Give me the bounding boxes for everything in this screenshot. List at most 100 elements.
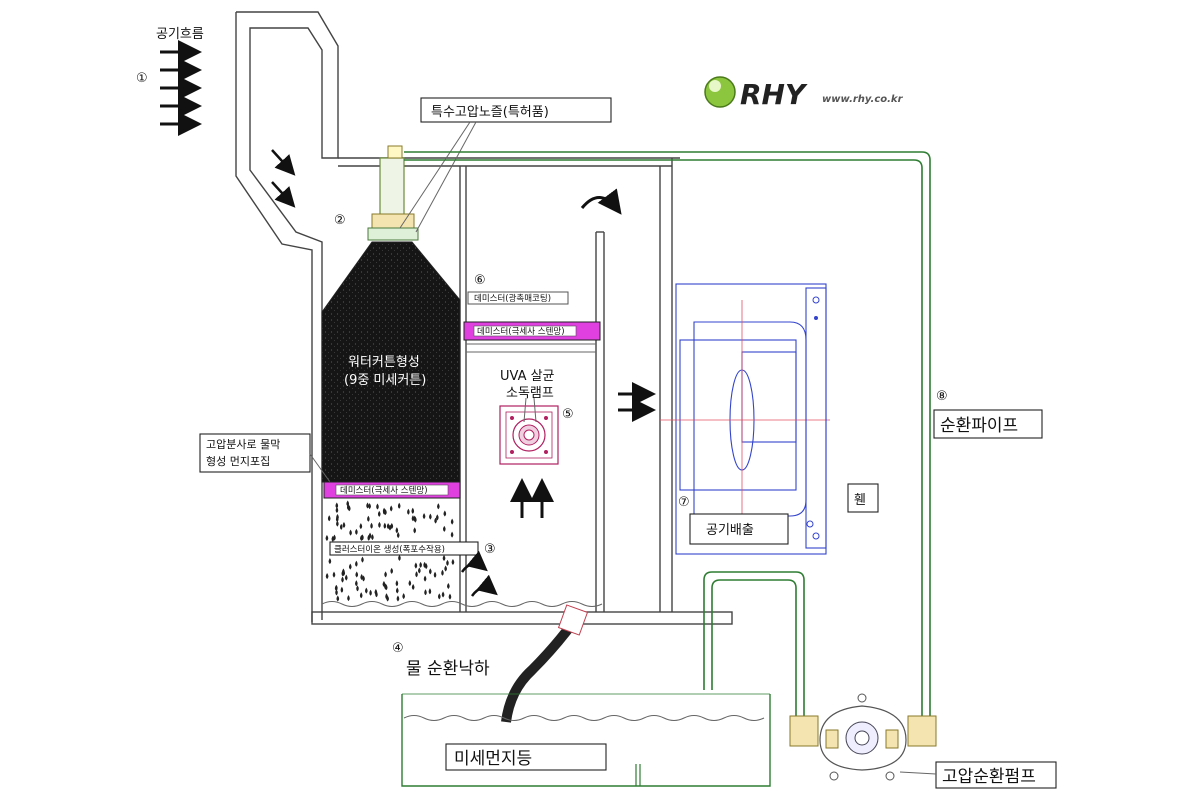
exhaust-arrows — [618, 382, 656, 422]
droplet — [376, 503, 379, 510]
droplet — [390, 567, 393, 574]
droplet — [368, 532, 372, 539]
pump-label: 고압순환펌프 — [942, 767, 1036, 787]
droplet — [402, 593, 405, 600]
fine-dust-box — [445, 743, 607, 771]
droplet — [332, 571, 336, 578]
droplet — [434, 517, 437, 524]
droplet — [413, 527, 416, 534]
pump-label-box — [935, 761, 1057, 789]
demister-photo — [467, 291, 569, 305]
droplet — [348, 563, 352, 570]
droplet — [443, 510, 447, 517]
droplet — [429, 568, 432, 575]
droplet — [395, 587, 399, 594]
droplet — [411, 583, 415, 590]
droplet — [331, 535, 335, 542]
droplet — [335, 589, 338, 596]
droplet — [438, 593, 441, 600]
droplet — [346, 500, 350, 507]
droplet — [360, 574, 363, 581]
marker-8: ⑧ — [936, 389, 948, 404]
droplet — [328, 558, 332, 565]
droplet — [371, 534, 374, 541]
droplet — [339, 523, 343, 530]
rhy-logo: RHY www.rhy.co.kr — [704, 76, 904, 111]
droplet — [450, 518, 454, 525]
demister-top-label: 데미스터(극세사 스텐망) — [477, 326, 565, 337]
water-curtain-label-1: 워터커튼형성 — [348, 355, 420, 370]
droplet — [396, 595, 400, 602]
droplet — [384, 583, 387, 590]
droplets-zone — [325, 500, 455, 602]
demister-photo-label: 데미스터(광촉매코팅) — [474, 293, 551, 304]
droplet — [443, 525, 446, 532]
droplet — [441, 569, 444, 576]
air-exhaust-box — [689, 513, 789, 545]
uva-label-1: UVA 살균 — [500, 369, 555, 384]
droplet — [428, 588, 432, 595]
droplet — [335, 507, 339, 513]
droplet — [390, 523, 394, 529]
droplet — [447, 583, 450, 590]
dust-capture-label-1: 고압분사로 물막 — [206, 438, 280, 451]
droplet — [341, 576, 344, 583]
nozzle-label: 특수고압노즐(특허품) — [431, 105, 549, 120]
dust-capture-box — [199, 433, 311, 473]
uva-label-2: 소독램프 — [506, 386, 554, 401]
droplet — [342, 568, 345, 575]
droplet — [386, 595, 389, 602]
droplet — [444, 565, 447, 572]
droplet — [396, 532, 400, 539]
droplet — [437, 503, 440, 510]
demister-bottom-label: 데미스터(극세사 스텐망) — [340, 485, 428, 496]
droplet — [374, 589, 378, 595]
circ-pipe-box — [933, 409, 1043, 439]
droplet — [450, 531, 454, 538]
droplet — [398, 554, 401, 561]
marker-6: ⑥ — [474, 273, 486, 288]
uva-lamp — [499, 405, 559, 465]
droplet — [355, 528, 358, 535]
droplet — [336, 595, 340, 602]
cluster-ion-box — [329, 541, 479, 556]
marker-1: ① — [136, 71, 148, 86]
droplet — [419, 561, 422, 568]
drain-fitting — [557, 604, 589, 636]
droplet — [448, 593, 452, 600]
fan-label: 휀 — [854, 493, 866, 508]
droplet — [411, 507, 415, 514]
water-fall-label: 물 순환낙하 — [406, 659, 490, 679]
droplet — [442, 555, 446, 561]
droplet — [327, 515, 331, 522]
fan-unit — [660, 283, 830, 555]
airflow-label: 공기흐름 — [156, 27, 204, 42]
droplet — [397, 502, 401, 509]
droplet — [429, 513, 432, 520]
droplet — [382, 508, 386, 515]
droplet — [365, 587, 368, 594]
top-circulation-arrow — [580, 188, 622, 215]
droplet — [423, 561, 426, 568]
reservoir-tank — [401, 693, 771, 787]
droplet — [414, 562, 418, 569]
droplet — [395, 527, 399, 534]
circulation-arrows-low — [460, 550, 498, 597]
droplet — [369, 589, 372, 596]
droplet — [325, 534, 329, 541]
droplet — [415, 571, 418, 578]
droplet — [366, 502, 369, 509]
water-surface — [321, 601, 603, 607]
marker-2: ② — [334, 213, 346, 228]
droplet — [378, 521, 381, 528]
droplet — [347, 595, 350, 602]
droplet — [436, 514, 439, 521]
intake-duct — [235, 11, 339, 622]
dust-capture-label-2: 형성 먼지포집 — [206, 455, 270, 468]
droplet — [424, 589, 427, 596]
droplet — [340, 586, 344, 593]
droplet — [411, 515, 415, 522]
fan-label-box — [847, 483, 879, 513]
circ-pipe-label: 순환파이프 — [940, 416, 1018, 436]
droplet — [356, 585, 359, 592]
